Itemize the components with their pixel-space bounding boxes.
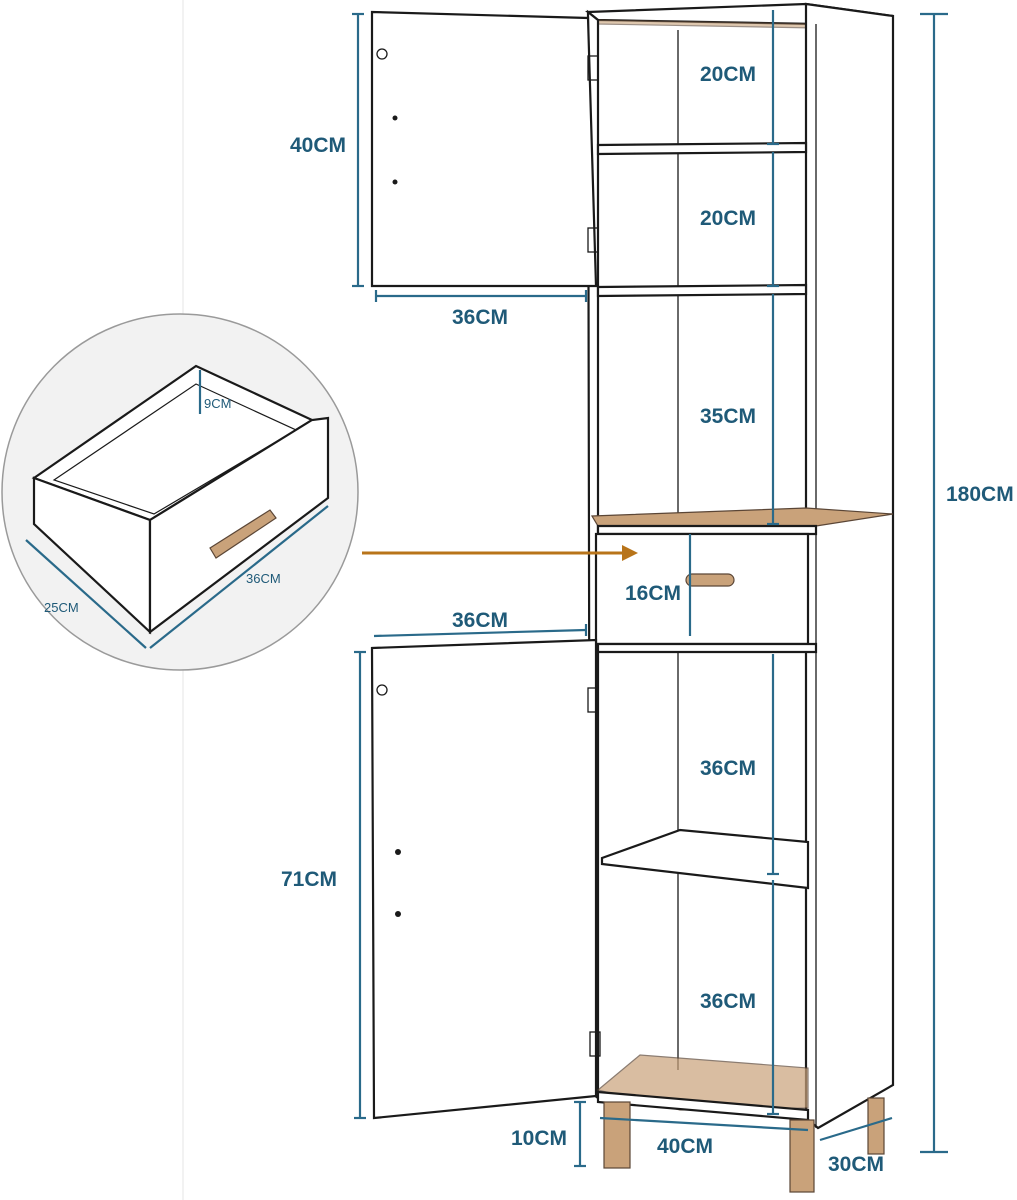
leg-front-right (789, 1119, 815, 1193)
top-door-hole-1 (392, 115, 398, 121)
drawer-bottom-board (596, 642, 818, 654)
label-shelf-3: 35CM (700, 405, 756, 428)
label-bottom-door-height: 71CM (281, 868, 337, 891)
right-panel (804, 2, 895, 1130)
label-top-door-height: 40CM (290, 134, 346, 157)
bottom-hinge-2 (589, 1031, 601, 1057)
top-door-knob (376, 48, 388, 60)
top-door (370, 10, 599, 288)
label-shelf-5: 36CM (700, 990, 756, 1013)
bottom-door-hole-1 (395, 849, 401, 855)
label-top-door-width: 36CM (452, 306, 508, 329)
label-base-width: 40CM (657, 1135, 713, 1158)
top-door-hole-2 (392, 179, 398, 185)
bottom-door-knob (376, 684, 388, 696)
label-shelf-1: 20CM (700, 63, 756, 86)
label-shelf-2: 20CM (700, 207, 756, 230)
label-leg-height: 10CM (511, 1127, 567, 1150)
leg-front-left (603, 1101, 631, 1169)
label-bottom-door-width: 36CM (452, 609, 508, 632)
detail-drawer-front (148, 416, 330, 635)
label-drawer-depth: 9CM (204, 396, 231, 411)
detail-arrow (362, 545, 638, 561)
top-hinge-2 (587, 227, 599, 253)
label-base-depth: 30CM (828, 1153, 884, 1176)
bottom-door (370, 638, 601, 1120)
top-door-panel (370, 10, 598, 288)
middle-board (590, 507, 894, 527)
bottom-door-panel (370, 638, 598, 1120)
label-drawer-length: 25CM (44, 600, 79, 615)
bottom-door-hole-2 (395, 911, 401, 917)
detail-drawer-handle (209, 509, 277, 559)
label-drawer-height: 16CM (625, 582, 681, 605)
label-shelf-4: 36CM (700, 757, 756, 780)
labels: 40CM 36CM 20CM 20CM 35CM 16CM 36CM 36CM … (44, 63, 1014, 1176)
leg-back-right (867, 1097, 885, 1155)
lower-shelf (600, 828, 810, 890)
label-total-height: 180CM (946, 483, 1014, 506)
shelf-1 (596, 141, 808, 156)
label-drawer-width: 36CM (246, 571, 281, 586)
bottom-hinge-1 (587, 687, 599, 713)
dimension-lines (352, 10, 948, 1168)
middle-board-front (596, 524, 818, 536)
shelf-2 (596, 283, 808, 298)
top-hinge-1 (587, 55, 599, 81)
drawer-handle (685, 573, 735, 587)
drawer-detail (1, 313, 359, 671)
